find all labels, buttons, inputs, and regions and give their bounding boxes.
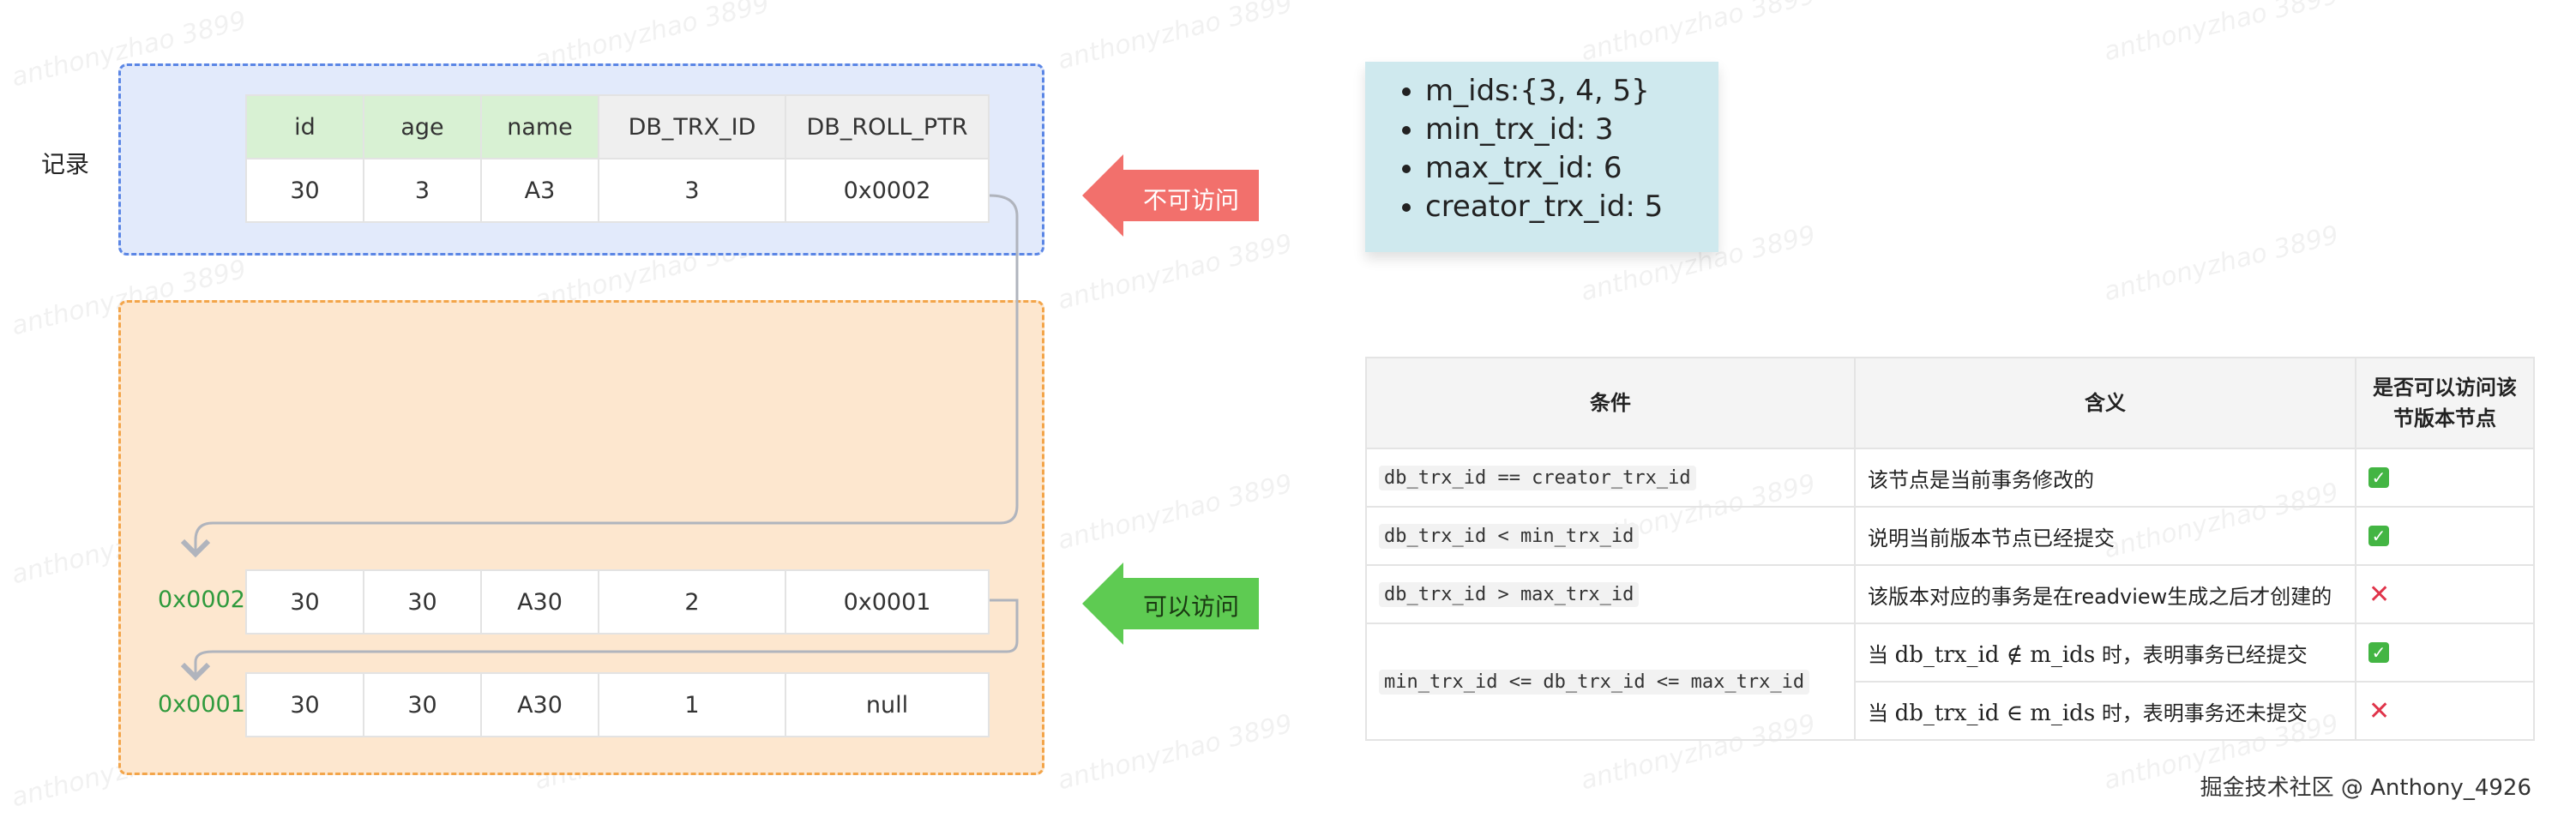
readview-item: creator_trx_id: 5 — [1425, 188, 1718, 226]
undo-cell: 30 — [245, 672, 364, 737]
readview-box: m_ids:{3, 4, 5} min_trx_id: 3 max_trx_id… — [1365, 62, 1718, 252]
watermark-text: anthonyzhao 3899 — [2100, 0, 2342, 68]
undo-cell: 1 — [598, 672, 786, 737]
cell-db-trx-id: 3 — [598, 158, 786, 223]
rule-meaning: 该版本对应的事务是在readview生成之后才创建的 — [1854, 564, 2356, 624]
rules-header-access: 是否可以访问该 节版本节点 — [2355, 357, 2535, 449]
header-db-roll-ptr: DB_ROLL_PTR — [785, 94, 990, 159]
cross-icon: ✕ — [2368, 695, 2391, 726]
undo-cell: 2 — [598, 569, 786, 635]
undo-row-table: 30 30 A30 1 null — [245, 672, 990, 737]
connector-line — [180, 598, 1019, 682]
header-db-trx-id: DB_TRX_ID — [598, 94, 786, 159]
cell-db-roll-ptr: 0x0002 — [785, 158, 990, 223]
undo-cell: 30 — [245, 569, 364, 635]
no-access-label: 不可访问 — [1142, 186, 1239, 214]
rules-row: min_trx_id <= db_trx_id <= max_trx_id 当 … — [1365, 623, 2535, 741]
cell-age: 3 — [363, 158, 482, 223]
rule-meaning: 说明当前版本节点已经提交 — [1854, 506, 2356, 566]
header-id: id — [245, 94, 364, 159]
header-age: age — [363, 94, 482, 159]
rules-row: db_trx_id < min_trx_id 说明当前版本节点已经提交 ✓ — [1365, 506, 2535, 566]
connector-line — [180, 194, 1019, 558]
can-access-label: 可以访问 — [1142, 592, 1239, 621]
can-access-arrow — [1082, 562, 1259, 645]
rules-row: db_trx_id == creator_trx_id 该节点是当前事务修改的 … — [1365, 448, 2535, 508]
check-icon: ✓ — [2368, 642, 2389, 663]
rule-meaning: 该节点是当前事务修改的 — [1854, 448, 2356, 508]
rules-row: db_trx_id > max_trx_id 该版本对应的事务是在readvie… — [1365, 564, 2535, 624]
rule-condition: min_trx_id <= db_trx_id <= max_trx_id — [1379, 670, 1810, 695]
check-icon: ✓ — [2368, 526, 2389, 546]
current-record-table: id age name DB_TRX_ID DB_ROLL_PTR 30 3 A… — [245, 94, 990, 223]
rules-row: 当 db_trx_id ∈ m_ids 时，表明事务还未提交 ✕ — [1366, 681, 2535, 741]
cross-icon: ✕ — [2368, 579, 2391, 610]
readview-item: m_ids:{3, 4, 5} — [1425, 72, 1718, 111]
rule-condition: db_trx_id == creator_trx_id — [1379, 466, 1696, 490]
undo-ptr-label: 0x0001 — [158, 691, 245, 718]
undo-cell: 30 — [363, 569, 482, 635]
readview-item: max_trx_id: 6 — [1425, 149, 1718, 188]
credit-text: 掘金技术社区 @ Anthony_4926 — [2200, 775, 2531, 801]
no-access-arrow — [1082, 154, 1259, 237]
undo-cell: 0x0001 — [785, 569, 990, 635]
rule-condition: db_trx_id < min_trx_id — [1379, 524, 1640, 549]
readview-item: min_trx_id: 3 — [1425, 111, 1718, 149]
header-name: name — [480, 94, 599, 159]
undo-cell: A30 — [480, 569, 599, 635]
record-label: 记录 — [41, 150, 90, 178]
rules-header-condition: 条件 — [1365, 357, 1856, 449]
watermark-text: anthonyzhao 3899 — [1577, 0, 1819, 68]
undo-row-table: 30 30 A30 2 0x0001 — [245, 569, 990, 635]
cell-name: A3 — [480, 158, 599, 223]
rule-condition: db_trx_id > max_trx_id — [1379, 582, 1640, 607]
rules-header-meaning: 含义 — [1854, 357, 2356, 449]
watermark-text: anthonyzhao 3899 — [2100, 220, 2342, 308]
rule-meaning: 当 db_trx_id ∈ m_ids 时，表明事务还未提交 — [1854, 681, 2356, 741]
undo-cell: A30 — [480, 672, 599, 737]
check-icon: ✓ — [2368, 467, 2389, 488]
rule-meaning: 当 db_trx_id ∉ m_ids 时，表明事务已经提交 — [1854, 623, 2356, 683]
undo-ptr-label: 0x0002 — [158, 586, 245, 613]
pointer-connectors — [180, 194, 1019, 682]
cell-id: 30 — [245, 158, 364, 223]
undo-cell: null — [785, 672, 990, 737]
visibility-rules-table: 条件 含义 是否可以访问该 节版本节点 db_trx_id == creator… — [1365, 357, 2535, 741]
undo-cell: 30 — [363, 672, 482, 737]
